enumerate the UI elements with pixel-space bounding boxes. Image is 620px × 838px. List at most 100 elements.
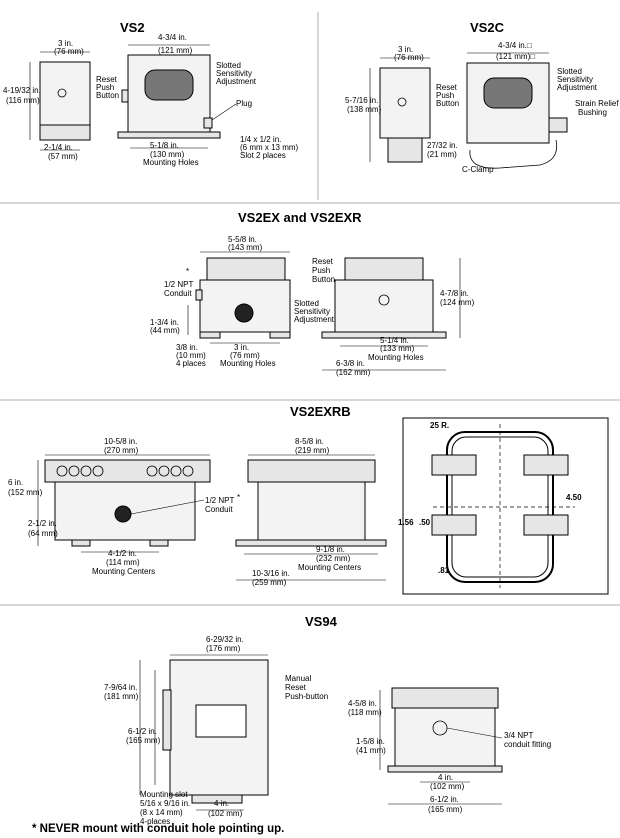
vs2-side-window [144, 69, 194, 101]
vs2-plug-shape [203, 117, 213, 129]
vs2-width-mm: (76 mm) [54, 47, 84, 56]
vs2exrb-width: 10-5/8 in. [104, 437, 137, 446]
vs2exrb-mount-pattern-frame [402, 417, 609, 595]
vs2-slot-2: (6 mm x 13 mm) [240, 143, 299, 152]
vs94-side-base: 6-1/2 in. [430, 795, 459, 804]
vs2exrb-side-width-mm: (219 mm) [295, 446, 330, 455]
vs2c-slotted-3: Adjustment [557, 83, 598, 92]
vs2ex-reset-2: Push [312, 266, 330, 275]
vs2exrb-side-flange [235, 539, 387, 547]
vs2exrb-centers-text: Mounting Centers [92, 567, 155, 576]
vs2ex-h-mm: (44 mm) [150, 326, 180, 335]
vs2ex-holes-text: Mounting Holes [220, 359, 276, 368]
vs2-holes-label: 5-1/8 in. [150, 141, 179, 150]
vs2exrb-npt-1: 1/2 NPT [205, 496, 234, 505]
vs2ex-reset-1: Reset [312, 257, 334, 266]
vs2c-front-nut [397, 97, 407, 107]
vs94-npt-1: 3/4 NPT [504, 731, 533, 740]
vs2ex-side-lid [344, 257, 424, 281]
vs2ex-slotted-3: Adjustment [294, 315, 335, 324]
vs2ex-side-flange [321, 331, 447, 339]
vs2-base-mm: (57 mm) [48, 152, 78, 161]
vs2-side-width-mm: (121 mm) [158, 46, 193, 55]
vs2exrb-side-base: 10-3/16 in. [252, 569, 290, 578]
vs2ex-npt-2: Conduit [164, 289, 192, 298]
vs2c-side-width: 4-3/4 in.□ [498, 41, 532, 50]
vs2ex-r-holes-text: Mounting Holes [368, 353, 424, 362]
vs94-front-bottom-tab [191, 794, 243, 804]
vs2c-width-label: 3 in. [398, 45, 413, 54]
vs2exrb-width-mm: (270 mm) [104, 446, 139, 455]
vs2ex-reset-knob [378, 294, 390, 306]
vs2c-front-body [379, 67, 431, 139]
vs94-slot-2: 5/16 x 9/16 in. [140, 799, 190, 808]
vs2exrb-front-lid [44, 459, 211, 483]
vs2c-clamp-mm: (21 mm) [427, 150, 457, 159]
vs2exrb-star: * [237, 493, 240, 502]
vs2ex-holes-label: 3 in. [234, 343, 249, 352]
vs94-side-h2-mm: (41 mm) [356, 746, 386, 755]
vs2c-reset-2: Push [436, 91, 454, 100]
vs2-front-base [39, 124, 91, 141]
vs2ex-side-body [334, 279, 434, 333]
vs2ex-holes-mm: (76 mm) [230, 351, 260, 360]
vs94-side-h: 4-5/8 in. [348, 699, 377, 708]
vs94-side-bottom-mm: (102 mm) [430, 782, 465, 791]
vs2-side-width: 4-3/4 in. [158, 33, 187, 42]
vs2exrb-mount-slot-tr [523, 454, 569, 476]
vs2exrb-title: VS2EXRB [290, 404, 351, 419]
vs2exrb-foot-left [71, 539, 91, 547]
vs94-bottom-mm: (102 mm) [208, 809, 243, 818]
vs2ex-reset-3: Button [312, 275, 335, 284]
vs2-reset-3: Button [96, 91, 119, 100]
vs2ex-foot-places: 4 places [176, 359, 206, 368]
vs2ex-height-label: 4-7/8 in. [440, 289, 469, 298]
vs2-base-label: 2-1/4 in. [44, 143, 73, 152]
vs94-slot-4: 4-places [140, 817, 170, 826]
vs2exrb-side-centers-text: Mounting Centers [298, 563, 361, 572]
vs2exrb-conduit-hole [114, 505, 132, 523]
vs2c-clamp-shape [469, 139, 558, 169]
vs2c-height-mm: (138 mm) [347, 105, 382, 114]
vs2-side-flange [117, 131, 221, 139]
vs2exrb-side-centers: 9-1/8 in. [316, 545, 345, 554]
vs2exrb-mount-slot-br [523, 514, 569, 536]
vs2exrb-side-body [257, 481, 366, 541]
vs2ex-slotted-2: Sensitivity [294, 307, 330, 316]
vs94-width-mm: (176 mm) [206, 644, 241, 653]
vs94-front-left-tab [162, 689, 172, 751]
vs94-slot-1: Mounting slot [140, 790, 188, 799]
vs2ex-title: VS2EX and VS2EXR [238, 210, 362, 225]
vs94-side-bottom: 4 in. [438, 773, 453, 782]
vs2ex-r-base-mm: (162 mm) [336, 368, 371, 377]
vs2exrb-d50: .50 [419, 518, 431, 527]
vs2exrb-mount-slot-bl [431, 514, 477, 536]
vs94-manual-3: Push-button [285, 692, 328, 701]
vs2exrb-centers-mm: (114 mm) [106, 558, 140, 567]
vs2-slotted-1: Slotted [216, 61, 241, 70]
vs94-side-body [394, 707, 496, 767]
vs2-reset-1: Reset [96, 75, 118, 84]
vs2-holes-mm: (130 mm) [150, 150, 185, 159]
footnote: * NEVER mount with conduit hole pointing… [32, 823, 284, 835]
vs2c-height-label: 5-7/16 in. [345, 96, 378, 105]
vs2ex-r-holes-mm: (133 mm) [380, 344, 415, 353]
vs2ex-npt-1: 1/2 NPT [164, 280, 193, 289]
vs94-bottom: 4 in. [214, 799, 229, 808]
vs2exrb-foot-right [149, 539, 169, 547]
vs2ex-foot-left [199, 331, 221, 339]
vs2ex-r-base-label: 6-3/8 in. [336, 359, 365, 368]
vs2ex-top-mm: (143 mm) [228, 243, 263, 252]
vs2exrb-side-base-mm: (259 mm) [252, 578, 287, 587]
vs94-side-lid [391, 687, 499, 709]
vs2exrb-center-h-mm: (64 mm) [28, 529, 58, 538]
vs2-holes-text: Mounting Holes [143, 158, 199, 167]
vs2c-reset-3: Button [436, 99, 459, 108]
vs2-height-label: 4-19/32 in. [3, 86, 41, 95]
vs2ex-front-lid [206, 257, 286, 281]
vs2exrb-centers: 4-1/2 in. [108, 549, 137, 558]
vs2exrb-side-lid [247, 459, 376, 483]
vs2exrb-side-width: 8-5/8 in. [295, 437, 324, 446]
vs2exrb-side-centers-mm: (232 mm) [316, 554, 351, 563]
